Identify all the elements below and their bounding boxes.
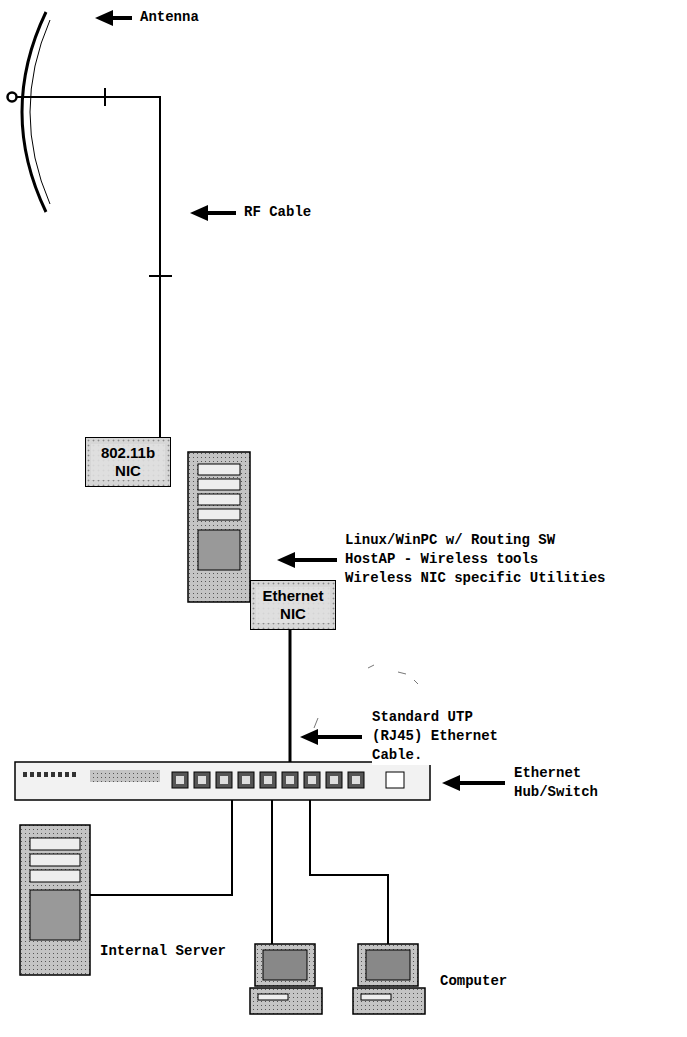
desktop-computer — [250, 944, 322, 1014]
pc-tower — [188, 452, 250, 602]
leader-arrow — [300, 729, 362, 745]
callout-label: Computer — [440, 972, 550, 991]
connector-tick — [104, 88, 106, 106]
network-wire — [310, 800, 388, 944]
nic-box: Ethernet NIC — [250, 580, 336, 630]
server-tower — [20, 825, 90, 975]
callout-label: Antenna — [140, 8, 280, 27]
nic-label: Ethernet NIC — [256, 587, 330, 623]
callout-label: Standard UTP (RJ45) Ethernet Cable. — [372, 708, 504, 765]
leader-arrow — [95, 10, 132, 26]
leader-arrow — [190, 205, 236, 221]
nic-box: 802.11b NIC — [85, 437, 171, 487]
antenna-boom — [16, 96, 161, 98]
callout-label: Ethernet Hub/Switch — [514, 764, 614, 802]
desktop-computer — [353, 944, 425, 1014]
antenna-feed — [8, 93, 17, 102]
callout-label: Linux/WinPC w/ Routing SW HostAP - Wirel… — [345, 531, 613, 588]
network-wire — [90, 800, 232, 895]
callout-label: RF Cable — [244, 203, 384, 222]
network-wire — [271, 800, 273, 944]
leader-arrow — [442, 775, 505, 791]
connector-tick — [149, 275, 172, 277]
rf-cable — [159, 96, 161, 438]
leader-arrow — [277, 552, 337, 568]
callout-label: Internal Server — [100, 942, 250, 961]
antenna-dish — [22, 12, 46, 212]
antenna-dish-rim — [30, 20, 50, 204]
nic-label: 802.11b NIC — [91, 444, 165, 480]
ethernet-hub — [15, 762, 430, 800]
utp-cable — [289, 628, 292, 762]
